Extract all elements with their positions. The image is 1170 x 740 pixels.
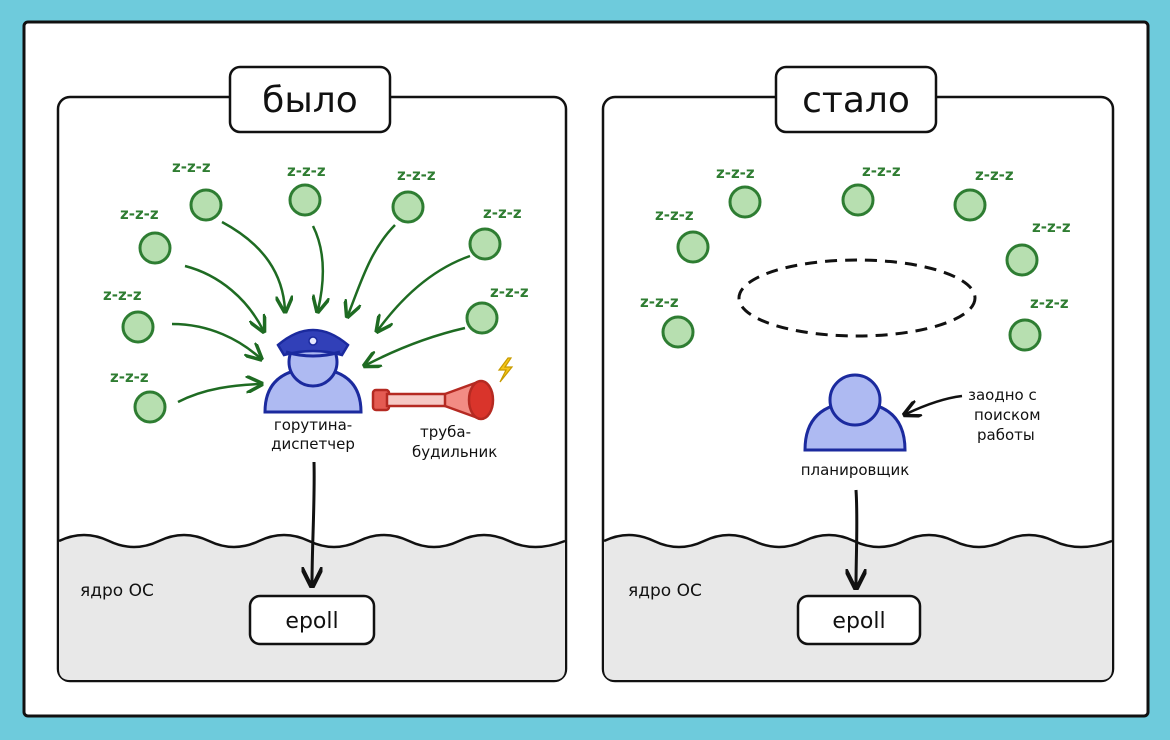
goroutine-circle-icon — [1008, 318, 1042, 352]
zzz-label: z-z-z — [640, 293, 679, 311]
zzz-label: z-z-z — [287, 162, 326, 180]
zzz-label: z-z-z — [655, 206, 694, 224]
zzz-label: z-z-z — [483, 204, 522, 222]
police-cap-dispatcher-icon — [263, 328, 363, 414]
zzz-label: z-z-z — [862, 162, 901, 180]
panel-after: стало z-z-z z-z-z z-z-z z-z-z z-z-z z-z-… — [601, 65, 1115, 683]
wake-arrow — [184, 264, 263, 330]
epoll-box-after — [796, 594, 922, 646]
zzz-label: z-z-z — [397, 166, 436, 184]
zzz-label: z-z-z — [1030, 294, 1069, 312]
goroutine-circle-icon — [391, 190, 425, 224]
trumpet-label-line2: будильник — [412, 443, 497, 461]
scheduler-label: планировщик — [801, 461, 910, 479]
lightning-icon — [497, 357, 514, 383]
person-scheduler-icon — [803, 373, 907, 452]
dispatcher-label-line2: диспетчер — [271, 435, 355, 453]
wake-arrow — [378, 254, 471, 330]
wake-arrow — [221, 220, 285, 310]
goroutine-circle-icon — [953, 188, 987, 222]
goroutine-circle-icon — [661, 315, 695, 349]
zzz-label: z-z-z — [103, 286, 142, 304]
goroutine-circle-icon — [189, 188, 223, 222]
wake-arrow — [366, 326, 466, 365]
goroutine-circle-icon — [465, 301, 499, 335]
goroutine-circle-icon — [468, 227, 502, 261]
zzz-label: z-z-z — [716, 164, 755, 182]
epoll-label-after: epoll — [832, 609, 885, 634]
note-label-line2: поиском — [974, 406, 1041, 424]
note-arrow — [906, 394, 963, 414]
empty-dispatcher-slot — [737, 258, 977, 338]
zzz-label: z-z-z — [975, 166, 1014, 184]
title-before: было — [262, 80, 358, 121]
zzz-label: z-z-z — [120, 205, 159, 223]
kernel-label-after: ядро ОС — [628, 581, 702, 601]
wake-arrow — [348, 224, 396, 315]
title-box-before — [228, 65, 392, 134]
title-after: стало — [802, 80, 910, 121]
goroutine-circle-icon — [841, 183, 875, 217]
zzz-label: z-z-z — [490, 283, 529, 301]
kernel-label-before: ядро ОС — [80, 581, 154, 601]
trumpet-label-line1: труба- — [420, 423, 471, 441]
wake-arrow — [171, 322, 260, 358]
title-box-after — [774, 65, 938, 134]
alarm-trumpet-icon — [371, 379, 495, 421]
wake-arrow — [313, 225, 323, 310]
epoll-box-before — [248, 594, 376, 646]
note-label-line3: работы — [977, 426, 1035, 444]
zzz-label: z-z-z — [110, 368, 149, 386]
note-label-line1: заодно с — [968, 386, 1037, 404]
goroutine-circle-icon — [121, 310, 155, 344]
goroutine-circle-icon — [1005, 243, 1039, 277]
goroutine-circle-icon — [138, 231, 172, 265]
dispatcher-label-line1: горутина- — [274, 416, 352, 434]
kernel-wave-before — [58, 533, 566, 549]
goroutine-circle-icon — [133, 390, 167, 424]
scheduler-to-epoll-arrow — [856, 489, 857, 586]
wake-arrow — [177, 384, 260, 404]
epoll-label-before: epoll — [285, 609, 338, 634]
dispatcher-to-epoll-arrow — [312, 461, 314, 584]
zzz-label: z-z-z — [172, 158, 211, 176]
zzz-label: z-z-z — [1032, 218, 1071, 236]
goroutine-circle-icon — [676, 230, 710, 264]
panel-before: было z-z-z z-z-z z-z-z z-z-z z-z-z z-z-z… — [56, 65, 568, 683]
kernel-wave-after — [603, 533, 1113, 549]
goroutine-circle-icon — [728, 185, 762, 219]
goroutine-circle-icon — [288, 183, 322, 217]
